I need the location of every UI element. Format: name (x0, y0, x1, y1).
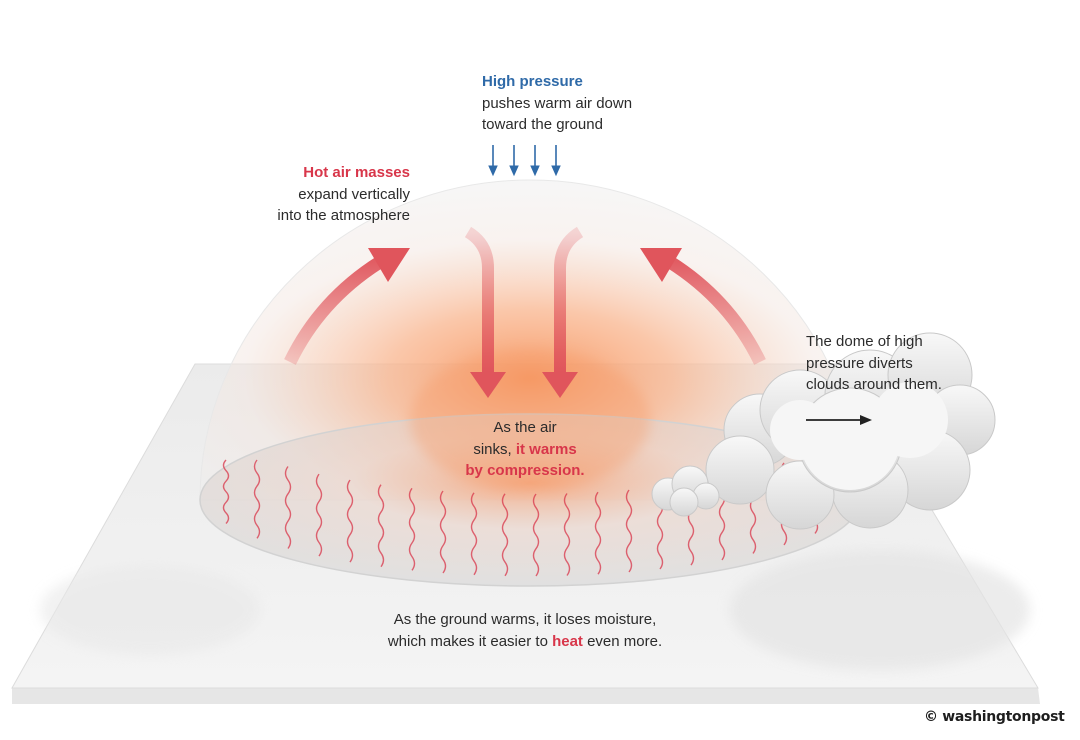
heat-dome (199, 179, 861, 587)
dome-note-label: The dome of high pressure diverts clouds… (806, 331, 942, 396)
down-arrow-icon (542, 226, 584, 398)
sinking-line3: by compression. (465, 462, 585, 479)
high-pressure-line2: toward the ground (482, 116, 603, 133)
heat-wave-icon (625, 489, 633, 573)
heat-wave-icon (470, 492, 478, 576)
ground-note-highlight: heat (552, 632, 583, 650)
hot-air-label: Hot air masses expand vertically into th… (212, 162, 410, 227)
curved-arrow-icon (284, 248, 410, 365)
heat-wave-icon (501, 493, 509, 577)
sinking-line2-highlight: it warms (515, 440, 577, 458)
heat-wave-icon (315, 473, 323, 557)
curved-arrow-icon (640, 248, 766, 365)
copyright-icon: © (924, 709, 938, 725)
heat-wave-icon (594, 491, 602, 575)
credit-logo: © washingtonpost (924, 709, 1065, 725)
heat-wave-icon (346, 479, 354, 563)
hot-air-line2: into the atmosphere (277, 207, 410, 224)
ground-note-label: As the ground warms, it loses moisture, … (330, 609, 720, 652)
heat-wave-icon (563, 493, 571, 576)
sinking-air-label: As the air sinks, it warms by compressio… (420, 417, 630, 482)
high-pressure-line1: pushes warm air down (482, 94, 633, 112)
heat-wave-icon (377, 484, 385, 568)
down-arrow-icon (464, 226, 506, 398)
heat-waves (222, 459, 819, 577)
pressure-arrows (488, 145, 561, 177)
sinking-line2: sinks, it warms (420, 439, 630, 461)
sinking-line2-prefix: sinks, (473, 440, 516, 458)
sinking-line1: As the air (493, 419, 557, 436)
high-pressure-title: High pressure (482, 73, 583, 90)
heat-wave-icon (284, 466, 292, 549)
dome-note-line3: clouds around them. (806, 376, 942, 393)
ground-note-prefix: which makes it easier to (387, 632, 553, 650)
ground-note-line1: As the ground warms, it loses moisture, (393, 611, 657, 628)
credit-text: washingtonpost (942, 709, 1065, 725)
cloud-icon (651, 465, 720, 517)
heat-wave-icon (253, 459, 261, 539)
hot-air-title: Hot air masses (303, 164, 410, 181)
dome-note-line1: The dome of high (806, 333, 923, 350)
right-arrow-icon (806, 415, 872, 425)
heat-wave-icon (408, 487, 416, 571)
heat-wave-icon (532, 493, 540, 577)
ground-note-suffix: even more. (582, 632, 663, 650)
ground-note-line2: which makes it easier to heat even more. (330, 631, 720, 653)
high-pressure-label: High pressure pushes warm air down towar… (482, 71, 632, 136)
heat-wave-icon (222, 459, 230, 524)
hot-air-line1: expand vertically (298, 185, 410, 203)
cloud-icon (705, 332, 996, 530)
dome-note-line2: pressure diverts (806, 354, 913, 372)
heat-wave-icon (439, 490, 447, 574)
